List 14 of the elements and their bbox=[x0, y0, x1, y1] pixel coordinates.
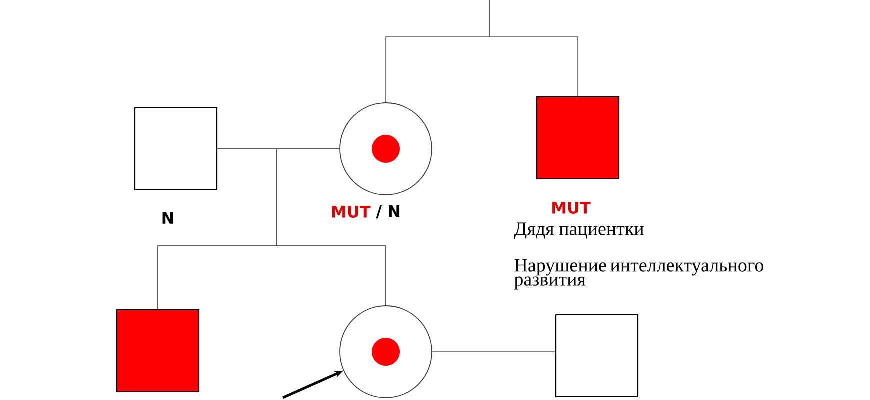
annotation-text: Дядя пациентки bbox=[514, 222, 644, 240]
genotype-label: MUT bbox=[332, 206, 371, 218]
carrier-female-circle bbox=[340, 306, 432, 398]
male-square bbox=[555, 314, 639, 398]
affected-male-square bbox=[116, 309, 200, 393]
pedigree-line bbox=[490, 0, 578, 97]
affected-male-square bbox=[536, 96, 620, 180]
genotype-label: / N bbox=[376, 205, 400, 219]
annotation-text: Нарушение интеллектуального развития bbox=[514, 259, 764, 290]
pedigree-line bbox=[276, 148, 386, 306]
genotype-label: MUT bbox=[552, 202, 591, 214]
male-square bbox=[134, 107, 218, 191]
carrier-female-circle bbox=[340, 102, 432, 196]
genotype-label: N bbox=[162, 212, 174, 224]
